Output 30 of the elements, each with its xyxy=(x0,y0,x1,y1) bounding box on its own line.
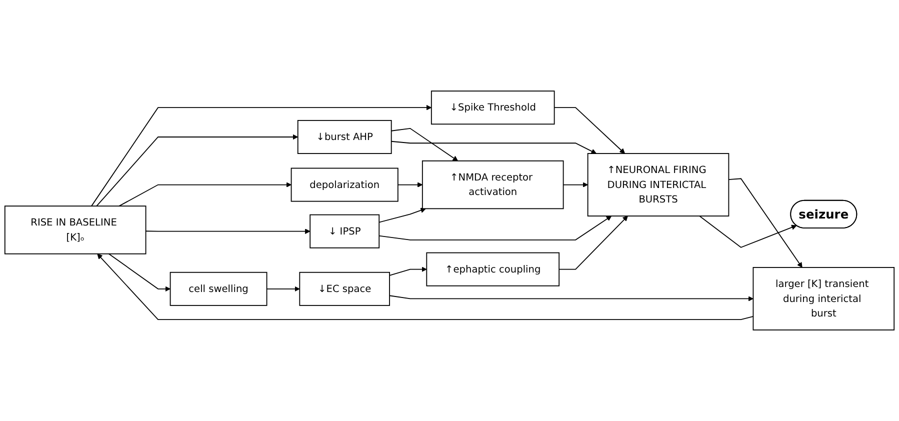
arrow xyxy=(397,182,423,188)
arrow xyxy=(378,208,426,223)
arrow xyxy=(728,178,802,268)
node-box: RISE IN BASELINE [K]ₒ xyxy=(4,206,146,254)
node-box: larger [K] transient during interictal burst xyxy=(752,267,895,330)
arrow xyxy=(97,254,754,320)
node-box: ↓Spike Threshold xyxy=(430,90,555,125)
node-box: ↑ephaptic coupling xyxy=(426,252,560,286)
arrow xyxy=(390,128,458,162)
node-box: ↓burst AHP xyxy=(297,120,392,154)
node-box: cell swelling xyxy=(170,272,268,306)
arrow xyxy=(96,134,298,207)
arrow xyxy=(562,182,588,188)
node-box: ↓EC space xyxy=(299,272,390,306)
arrow xyxy=(378,216,612,240)
arrow xyxy=(145,228,310,234)
node-box: ↑NMDA receptor activation xyxy=(422,160,564,210)
arrow xyxy=(108,253,171,292)
arrow xyxy=(389,295,754,302)
arrow xyxy=(118,182,292,207)
arrow xyxy=(554,107,626,154)
node-box: depolarization xyxy=(290,168,398,202)
arrow xyxy=(266,286,300,292)
arrow xyxy=(91,104,432,207)
arrow xyxy=(558,216,628,270)
arrow xyxy=(699,216,797,248)
arrow xyxy=(389,266,427,276)
arrow xyxy=(390,140,596,154)
node-box: ↓ IPSP xyxy=(310,214,380,248)
node-box: ↑NEURONAL FIRING DURING INTERICTAL BURSTS xyxy=(587,153,730,216)
